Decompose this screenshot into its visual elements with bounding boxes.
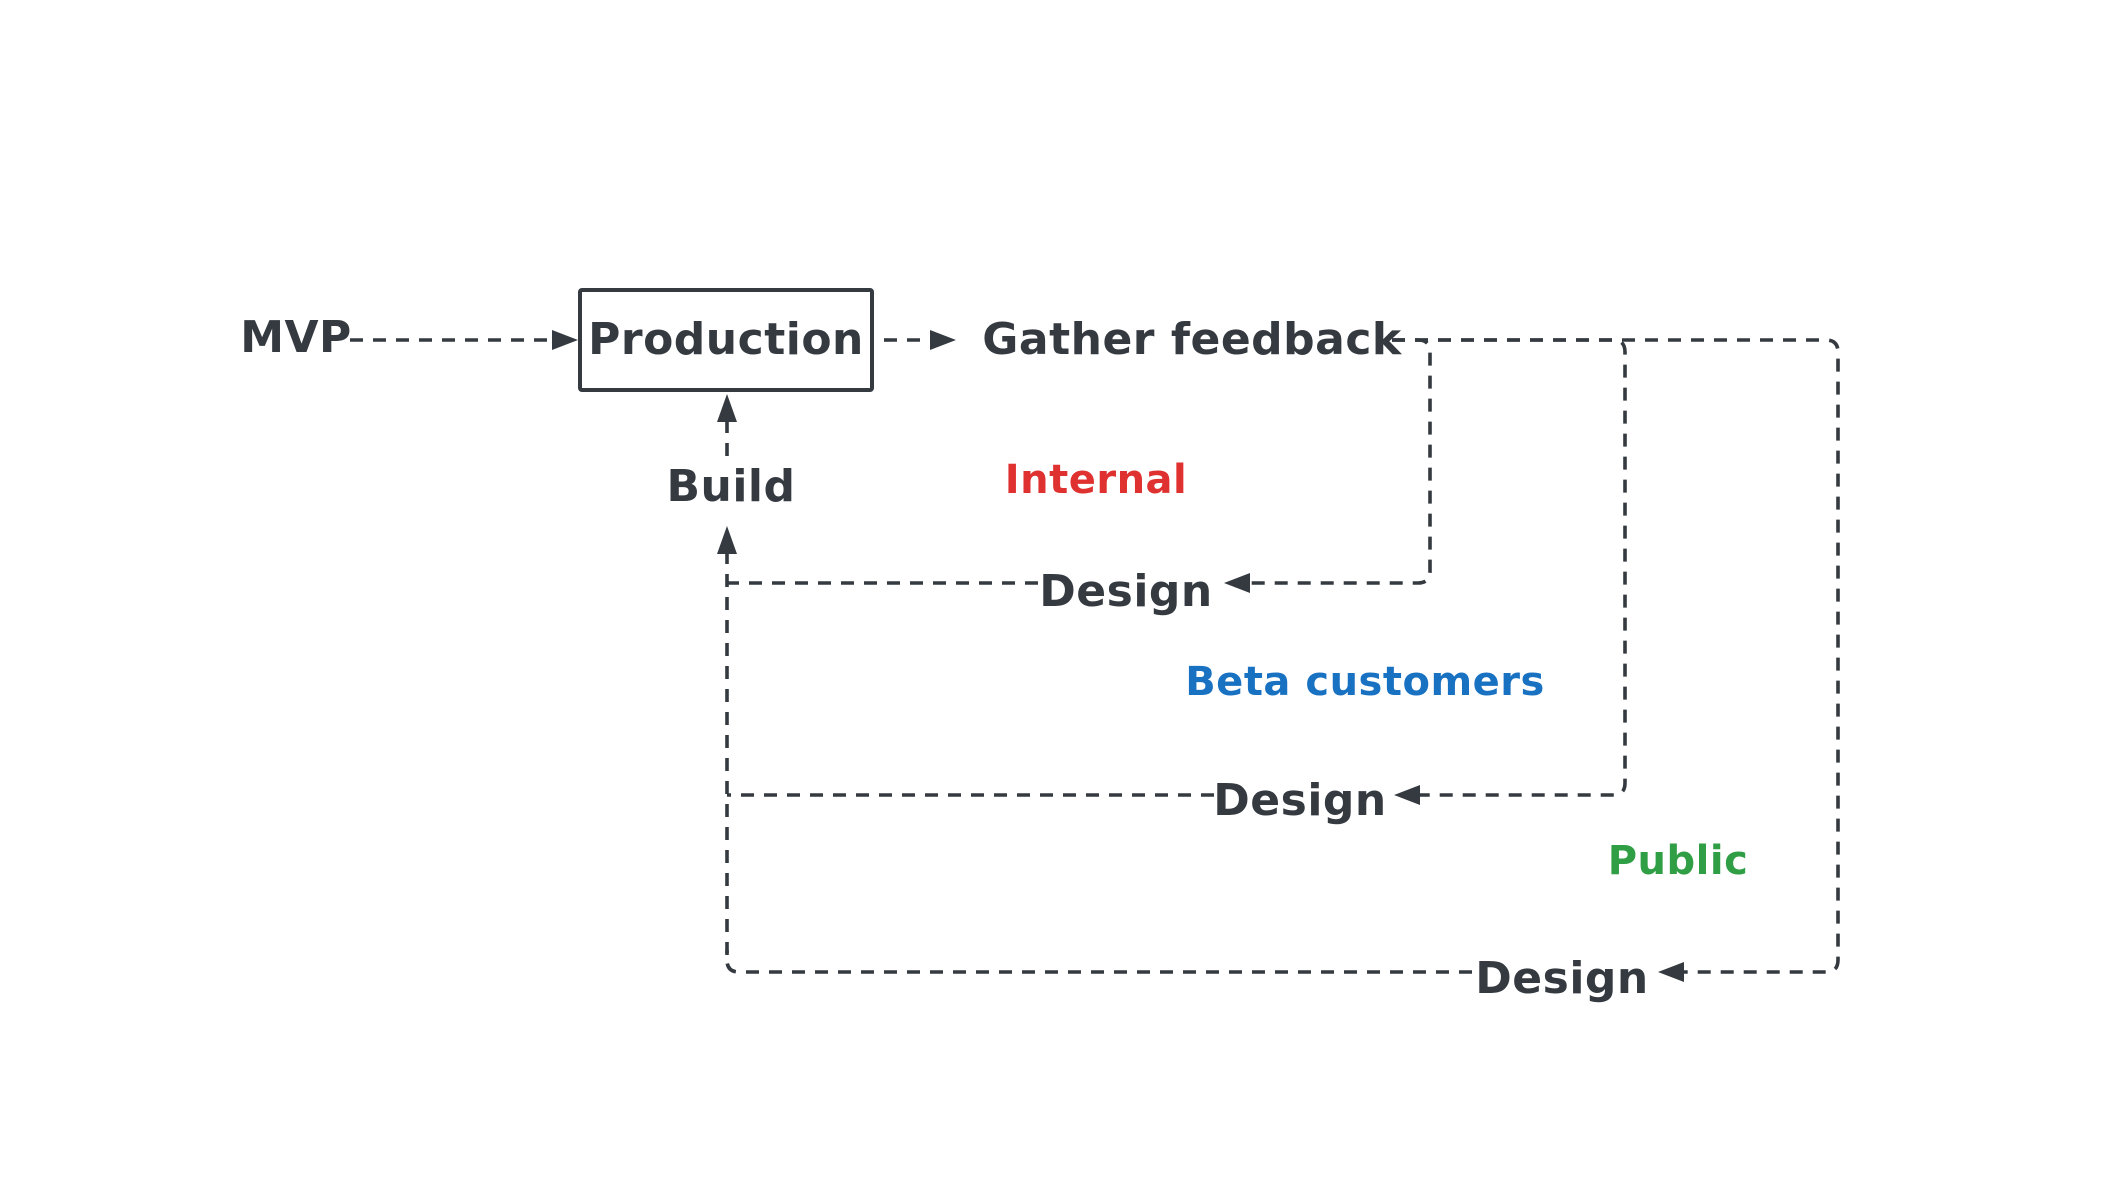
node-gather-feedback: Gather feedback bbox=[982, 314, 1402, 365]
line-design-public-to-build bbox=[725, 950, 1472, 974]
arrow-designs-to-build bbox=[717, 526, 737, 955]
node-design-public: Design bbox=[1475, 953, 1649, 1004]
node-production-box: Production bbox=[578, 288, 874, 392]
arrowhead-left-icon bbox=[1224, 573, 1250, 593]
loop-label-internal: Internal bbox=[1004, 457, 1188, 503]
node-design-internal: Design bbox=[1039, 566, 1213, 617]
arrowhead-up-icon bbox=[717, 526, 737, 554]
arrow-gather-to-design-beta bbox=[1392, 338, 1627, 805]
arrow-production-to-gather-feedback bbox=[884, 330, 956, 350]
arrowhead-right-icon bbox=[552, 330, 578, 350]
loop-label-beta-customers: Beta customers bbox=[1185, 659, 1545, 705]
loop-label-public: Public bbox=[1607, 838, 1749, 884]
arrowhead-right-icon bbox=[930, 330, 956, 350]
node-design-beta: Design bbox=[1213, 775, 1387, 826]
node-production-label: Production bbox=[588, 314, 864, 365]
arrow-gather-to-design-internal bbox=[1224, 338, 1432, 593]
arrowhead-up-icon bbox=[717, 394, 737, 422]
arrowhead-left-icon bbox=[1658, 962, 1684, 982]
arrow-build-to-production bbox=[717, 394, 737, 456]
arrowhead-left-icon bbox=[1394, 785, 1420, 805]
arrow-mvp-to-production bbox=[350, 330, 578, 350]
arrow-gather-to-design-public bbox=[1392, 338, 1840, 982]
node-mvp: MVP bbox=[240, 312, 352, 363]
node-build: Build bbox=[666, 461, 796, 512]
